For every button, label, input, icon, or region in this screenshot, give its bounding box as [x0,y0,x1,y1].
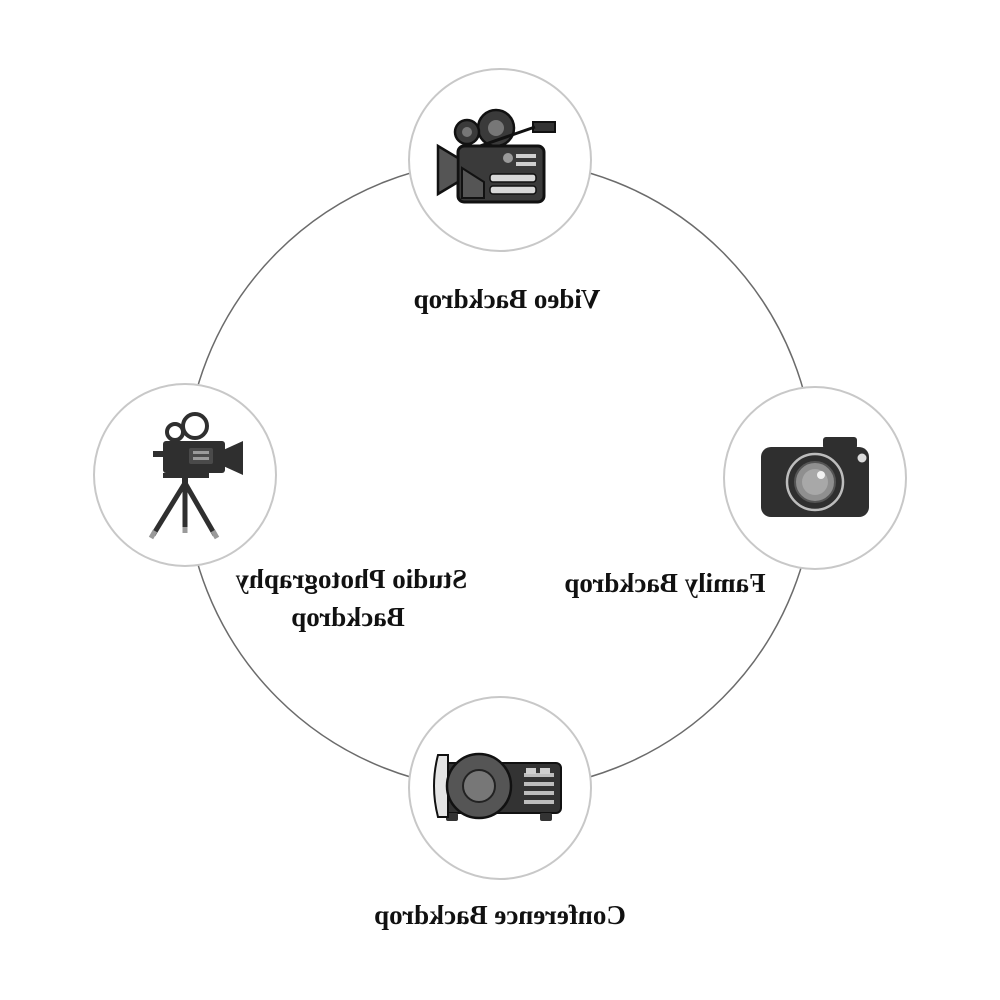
node-label-family: Family Backdrop [564,568,765,598]
node-label-studio-line-2: Backdrop [291,602,405,632]
node-label-studio-line-1: Studio Photography [235,564,467,594]
node-family-backdrop: Family Backdrop [564,386,907,598]
movie-camera-tripod-icon [148,412,243,540]
node-video-backdrop: Video Backdrop [408,68,601,314]
node-label-conference: Conference Backdrop [374,900,626,930]
mirrored-content: Video Backdrop Family Backdrop [93,68,907,930]
video-camera-icon [436,108,556,204]
cycle-ring [184,159,816,791]
projector-icon [433,752,562,821]
node-label-studio: Studio Photography Backdrop [229,564,468,632]
photo-camera-icon [761,437,869,517]
node-label-video: Video Backdrop [414,284,601,314]
node-studio-photography-backdrop: Studio Photography Backdrop [93,383,468,632]
node-conference-backdrop: Conference Backdrop [374,696,626,930]
